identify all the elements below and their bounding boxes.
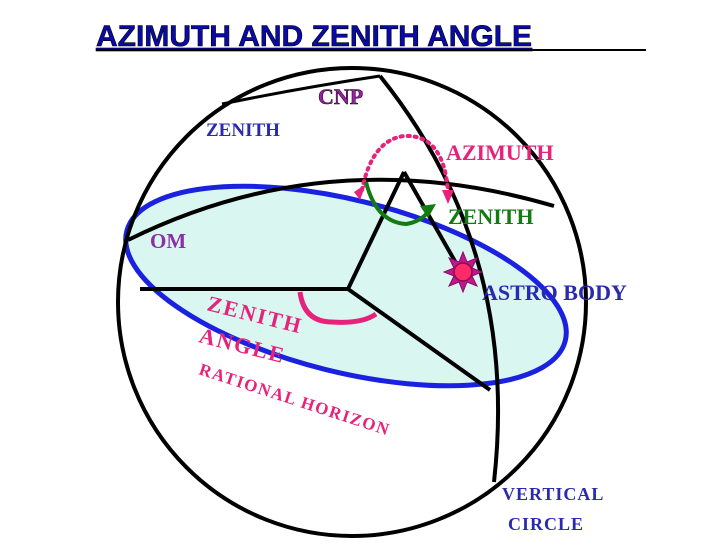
vertical-circle-label-line1: VERTICAL [502, 484, 604, 504]
radius-to-horizon [346, 287, 492, 392]
green-arrow-head [420, 204, 436, 218]
diagram-title: AZIMUTH AND ZENITH ANGLE [96, 20, 532, 53]
upper-great-circle [127, 177, 555, 242]
zenith-arc [221, 74, 381, 106]
celestial-sphere-outline [116, 66, 588, 538]
zenith-angle-arc [297, 291, 378, 325]
astro-body-icon [442, 250, 484, 294]
azimuth-arrow-head-left [354, 184, 366, 200]
zenith-to-body-line [402, 171, 462, 271]
rational-horizon-ellipse [123, 183, 569, 389]
azimuth-dotted-arc [360, 133, 450, 194]
azimuth-arrow-head-right [442, 190, 454, 204]
azimuth-label: AZIMUTH [446, 140, 554, 165]
cnp-label: CNP [318, 84, 363, 109]
radius-to-zenith [346, 171, 406, 290]
green-zenith-arc [364, 181, 430, 227]
zenith-top-label: ZENITH [206, 120, 280, 141]
zenith-right-label: ZENITH [448, 204, 534, 229]
om-label: OM [150, 229, 186, 253]
vertical-circle-arc [378, 74, 501, 483]
astro-body-label: ASTRO BODY [482, 280, 627, 305]
vertical-circle-label-line2: CIRCLE [508, 514, 584, 534]
